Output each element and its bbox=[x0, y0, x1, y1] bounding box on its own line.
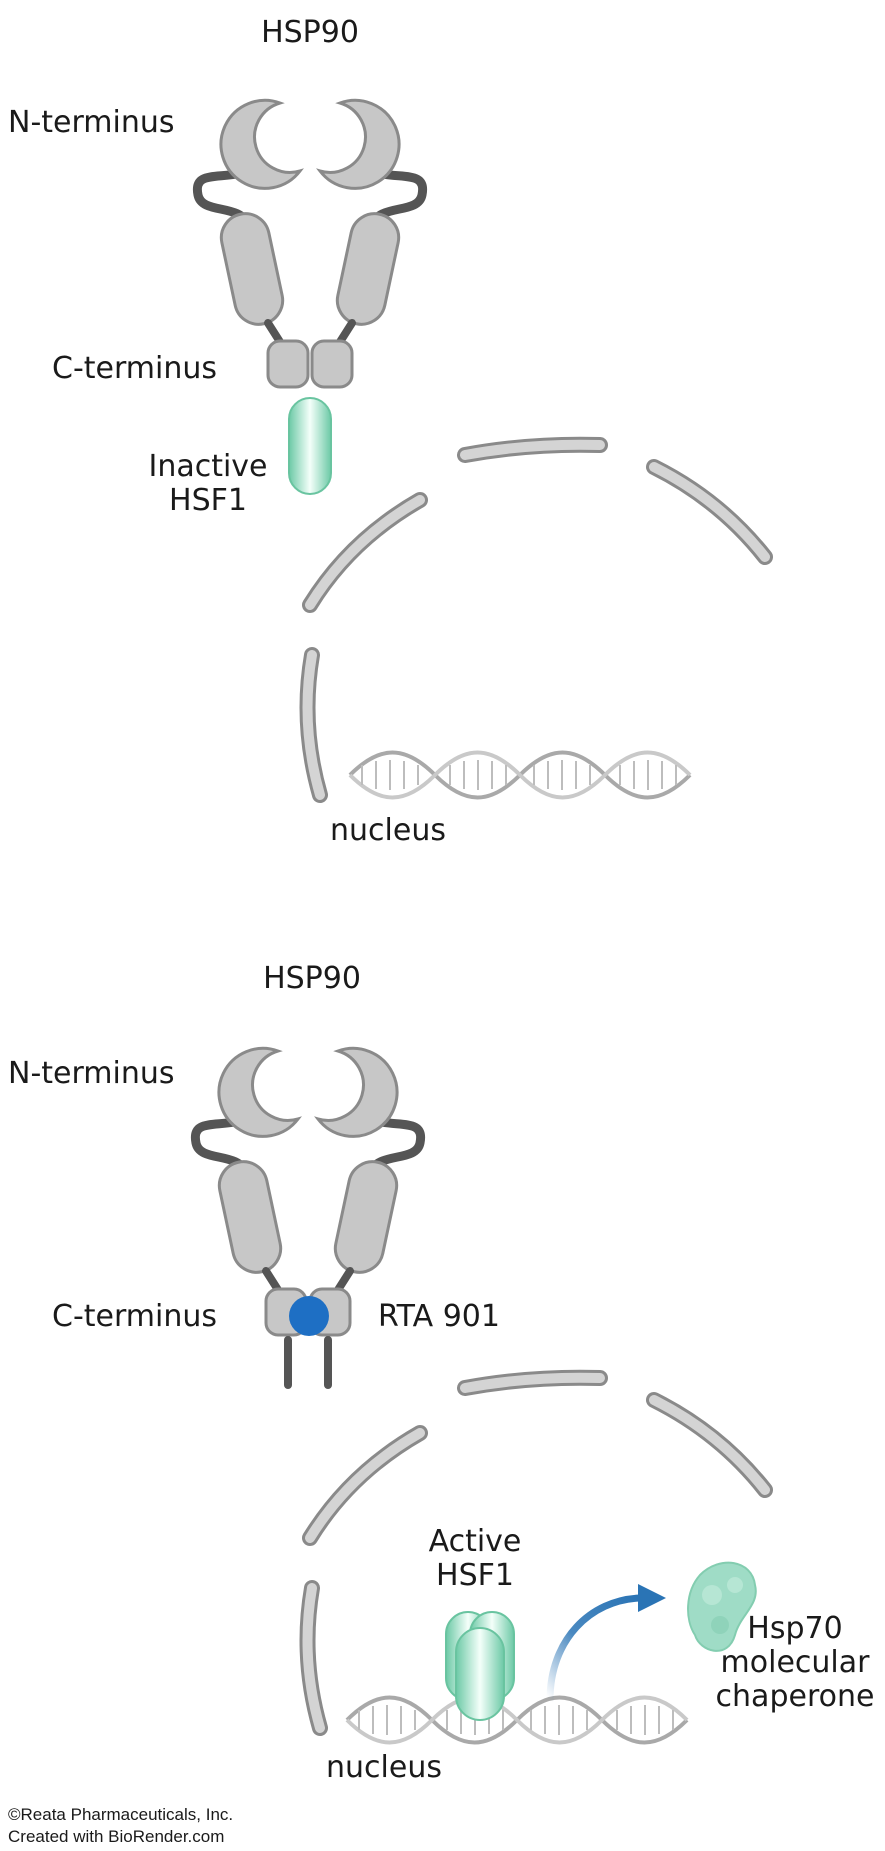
hsp70-label: Hsp70 molecular chaperone bbox=[705, 1612, 885, 1714]
hsp70-protein bbox=[687, 1561, 757, 1652]
hsp90-dimer-top bbox=[197, 100, 422, 387]
active-hsf1-trimer bbox=[445, 1611, 515, 1721]
hsp70-line3: chaperone bbox=[715, 1679, 875, 1714]
inactive-hsf1-line1: Inactive bbox=[148, 449, 268, 484]
rta901-label: RTA 901 bbox=[378, 1299, 500, 1334]
hsp90-title-top: HSP90 bbox=[261, 15, 359, 50]
active-hsf1-line1: Active bbox=[428, 1524, 522, 1559]
hsp70-line2: molecular bbox=[720, 1645, 870, 1680]
c-terminus-label-bottom: C-terminus bbox=[52, 1299, 218, 1334]
rta901-compound bbox=[289, 1296, 329, 1336]
n-terminus-label-top: N-terminus bbox=[8, 105, 175, 140]
dna-helix-top bbox=[348, 750, 692, 800]
inactive-hsf1-label: Inactive HSF1 bbox=[148, 450, 268, 518]
hsp90-title-bottom: HSP90 bbox=[263, 961, 361, 996]
copyright-text: ©Reata Pharmaceuticals, Inc. bbox=[8, 1805, 234, 1824]
nucleus-label-bottom: nucleus bbox=[326, 1750, 442, 1785]
inactive-hsf1-protein bbox=[288, 397, 332, 495]
active-hsf1-line2: HSF1 bbox=[436, 1558, 514, 1593]
hsp90-dimer-bottom bbox=[195, 1048, 420, 1335]
active-hsf1-label: Active HSF1 bbox=[415, 1525, 535, 1593]
nuclear-envelope-top bbox=[308, 445, 766, 795]
inactive-hsf1-line2: HSF1 bbox=[169, 483, 247, 518]
biorender-credit: Created with BioRender.com bbox=[8, 1827, 225, 1846]
lower-tails bbox=[284, 1336, 332, 1389]
nucleus-label-top: nucleus bbox=[330, 813, 446, 848]
n-terminus-label-bottom: N-terminus bbox=[8, 1056, 175, 1091]
dna-helix-bottom bbox=[345, 1695, 689, 1745]
nuclear-envelope-bottom bbox=[308, 1378, 766, 1728]
c-terminus-label-top: C-terminus bbox=[52, 351, 218, 386]
curved-arrow bbox=[546, 1584, 666, 1704]
hsp70-line1: Hsp70 bbox=[747, 1611, 843, 1646]
